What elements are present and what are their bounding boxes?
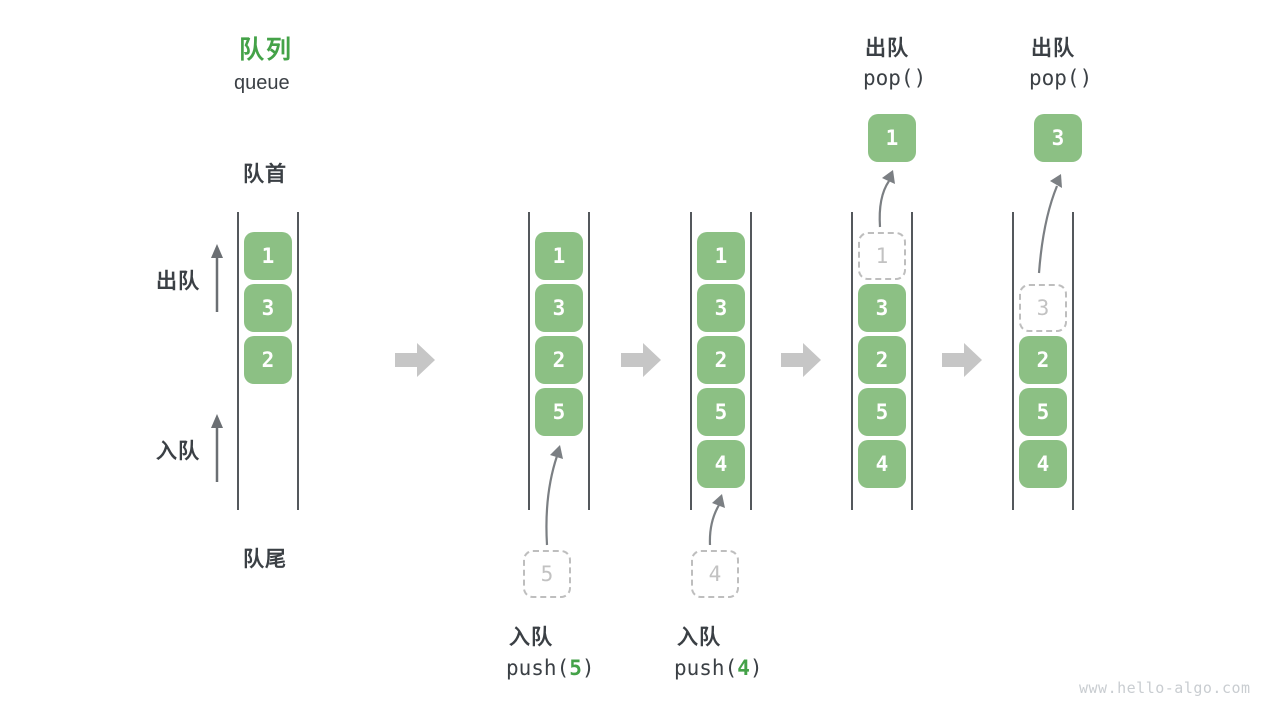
step-arrow-icon (395, 343, 435, 377)
dequeue-direction-arrow-icon (211, 244, 223, 312)
push-arg: 4 (737, 656, 750, 680)
queue-item: 1 (535, 232, 583, 280)
queue-item: 3 (858, 284, 906, 332)
queue-item: 2 (1019, 336, 1067, 384)
queue-item-ghost: 3 (1019, 284, 1067, 332)
label-enqueue-side: 入队 (156, 440, 200, 463)
queue-column-2 (528, 212, 590, 510)
queue-column-3 (690, 212, 752, 510)
queue-item: 1 (244, 232, 292, 280)
push-op-label: 入队 (677, 626, 721, 649)
queue-item-ghost: 1 (858, 232, 906, 280)
queue-item: 4 (858, 440, 906, 488)
label-queue-rear: 队尾 (243, 548, 287, 571)
enqueue-direction-arrow-icon (211, 414, 223, 482)
queue-column-5 (1012, 212, 1074, 510)
push-fn: push( (506, 656, 570, 680)
popped-value-box: 1 (868, 114, 916, 162)
queue-item: 4 (697, 440, 745, 488)
step-arrow-icon (621, 343, 661, 377)
label-queue-front: 队首 (243, 163, 287, 186)
pop-op-label: 出队 (1031, 37, 1075, 60)
push-close: ) (749, 656, 763, 680)
queue-item: 1 (697, 232, 745, 280)
watermark: www.hello-algo.com (1079, 679, 1251, 697)
queue-item: 3 (535, 284, 583, 332)
diagram-subtitle: queue (234, 72, 290, 94)
push-fn: push( (674, 656, 738, 680)
push-value-ghost: 5 (523, 550, 571, 598)
queue-item: 4 (1019, 440, 1067, 488)
queue-item: 2 (858, 336, 906, 384)
queue-item: 2 (535, 336, 583, 384)
pop-op-label: 出队 (865, 37, 909, 60)
pop-op-code: pop() (863, 66, 927, 90)
push-op-code: push(4) (674, 656, 763, 680)
queue-item: 2 (697, 336, 745, 384)
queue-item: 5 (697, 388, 745, 436)
queue-item: 2 (244, 336, 292, 384)
pop-op-code: pop() (1029, 66, 1093, 90)
queue-item: 3 (244, 284, 292, 332)
queue-item: 5 (858, 388, 906, 436)
push-value-ghost: 4 (691, 550, 739, 598)
push-op-code: push(5) (506, 656, 595, 680)
queue-item: 3 (697, 284, 745, 332)
label-dequeue-side: 出队 (156, 270, 200, 293)
push-arg: 5 (569, 656, 582, 680)
push-op-label: 入队 (509, 626, 553, 649)
pop-arrow-icon (878, 170, 895, 228)
push-arrow-icon (545, 445, 563, 546)
popped-value-box: 3 (1034, 114, 1082, 162)
queue-item: 5 (1019, 388, 1067, 436)
push-arrow-icon (708, 494, 725, 546)
pop-arrow-icon (1037, 174, 1062, 274)
push-close: ) (581, 656, 595, 680)
queue-item: 5 (535, 388, 583, 436)
queue-column-1 (237, 212, 299, 510)
diagram-title: 队列 (239, 36, 294, 64)
step-arrow-icon (781, 343, 821, 377)
queue-column-4 (851, 212, 913, 510)
step-arrow-icon (942, 343, 982, 377)
